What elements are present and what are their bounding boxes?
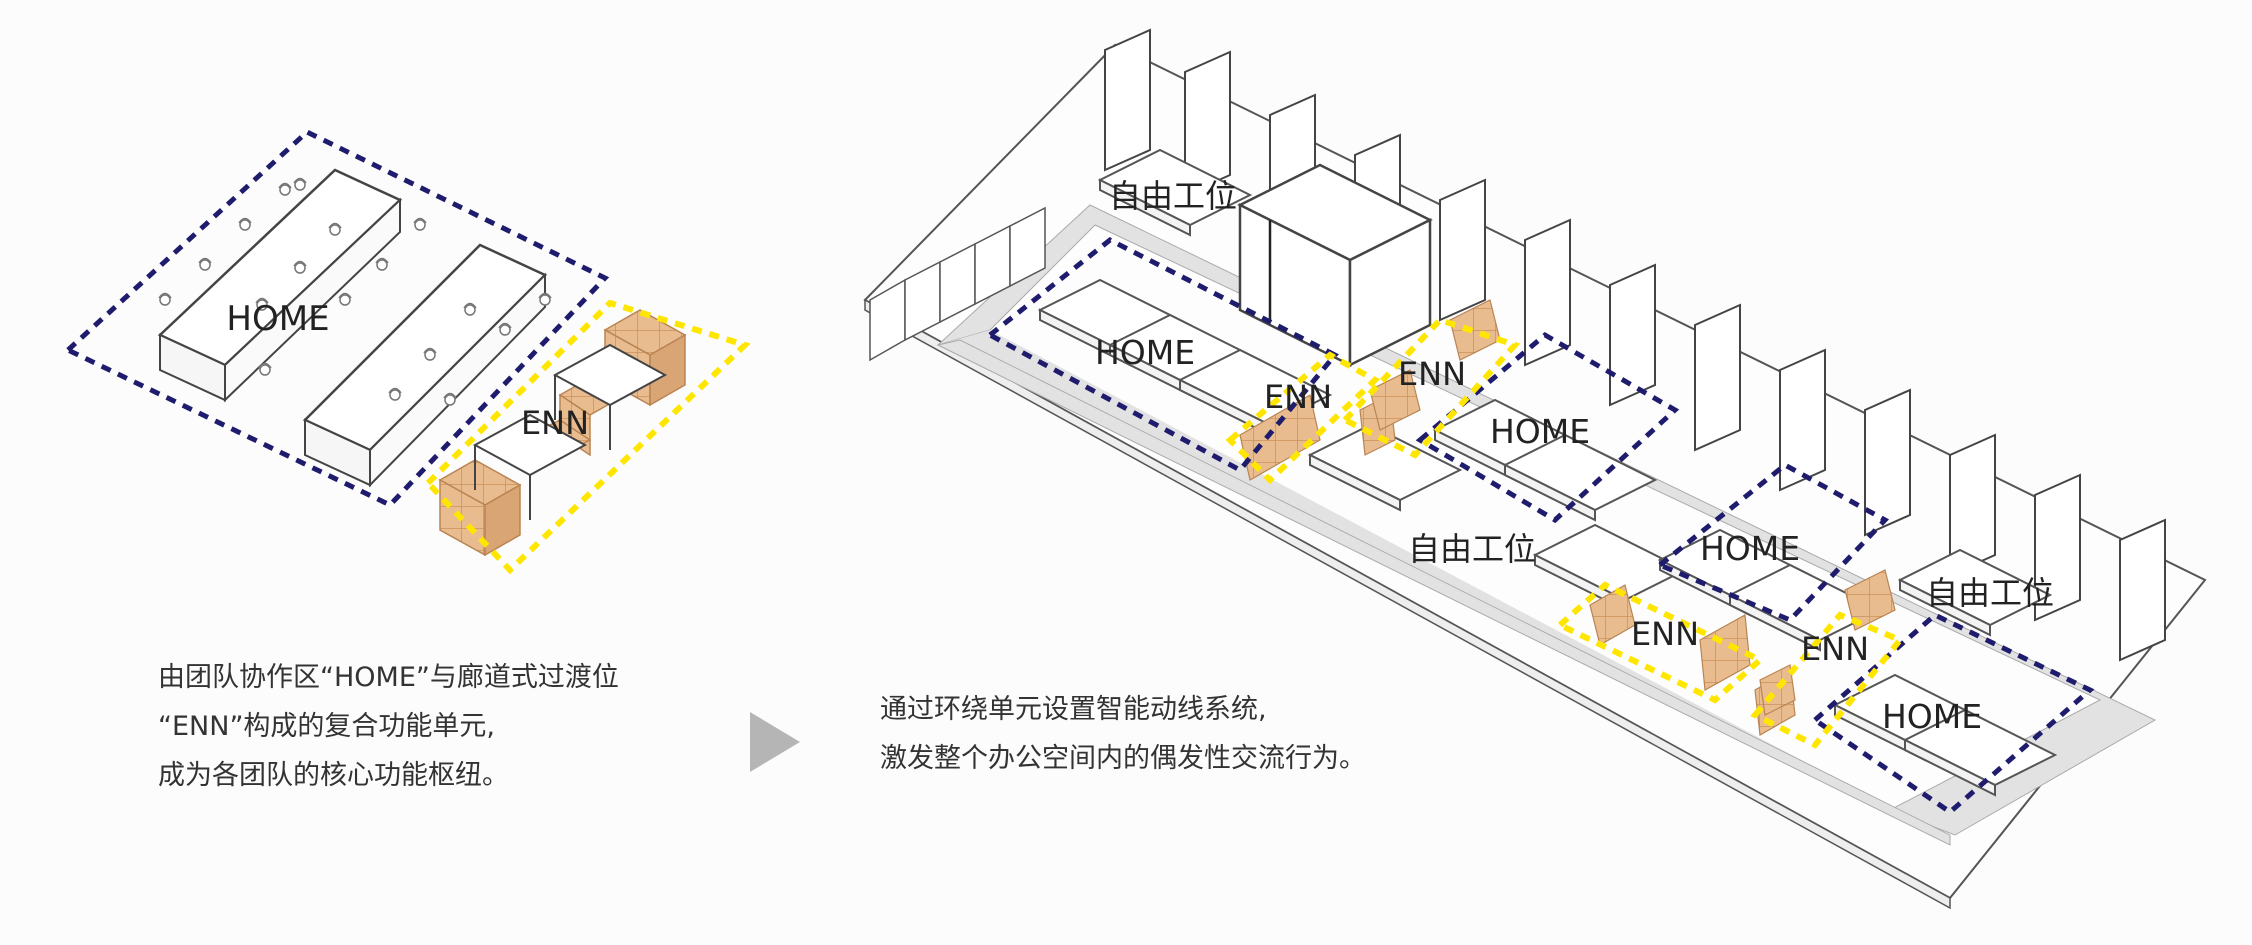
left-caption-line-2: “ENN”构成的复合功能单元,	[158, 711, 496, 742]
left-caption-line-1: 由团队协作区“HOME”与廊道式过渡位	[158, 662, 619, 693]
label-enn-4: ENN	[1801, 630, 1869, 668]
right-caption-line-2: 激发整个办公空间内的偶发性交流行为。	[880, 743, 1366, 774]
label-home-4: HOME	[1882, 697, 1982, 736]
label-enn-1: ENN	[1264, 378, 1332, 416]
left-team-unit-diagram: HOME ENN	[63, 129, 751, 575]
left-home-label: HOME	[226, 299, 329, 339]
left-enn-label: ENN	[521, 404, 589, 442]
left-home-outline	[63, 129, 610, 509]
plan-enn-outlines	[1225, 316, 1905, 749]
right-caption-line-1: 通过环绕单元设置智能动线系统,	[880, 694, 1267, 725]
lockers	[869, 206, 1046, 362]
label-enn-2: ENN	[1398, 355, 1466, 393]
meeting-rooms	[1237, 163, 1433, 368]
label-enn-3: ENN	[1631, 615, 1699, 653]
arrow-right-icon	[750, 712, 800, 772]
right-caption: 通过环绕单元设置智能动线系统, 激发整个办公空间内的偶发性交流行为。	[880, 685, 1366, 783]
left-enn-outline	[423, 299, 751, 575]
label-free-desk-mid: 自由工位	[1408, 530, 1536, 568]
left-caption: 由团队协作区“HOME”与廊道式过渡位 “ENN”构成的复合功能单元, 成为各团…	[158, 653, 619, 800]
label-home-3: HOME	[1700, 529, 1800, 568]
right-floor-plan: 自由工位 HOME ENN ENN HOME 自由工位 HOME 自由工位 EN…	[863, 28, 2207, 910]
label-home-2: HOME	[1490, 412, 1590, 451]
label-free-desk-right: 自由工位	[1926, 574, 2054, 612]
label-free-desk-top: 自由工位	[1109, 177, 1237, 215]
left-caption-line-3: 成为各团队的核心功能枢纽。	[158, 760, 509, 791]
left-desk-1	[157, 168, 403, 403]
label-home-1: HOME	[1095, 333, 1195, 372]
left-enn-furniture	[438, 309, 687, 557]
